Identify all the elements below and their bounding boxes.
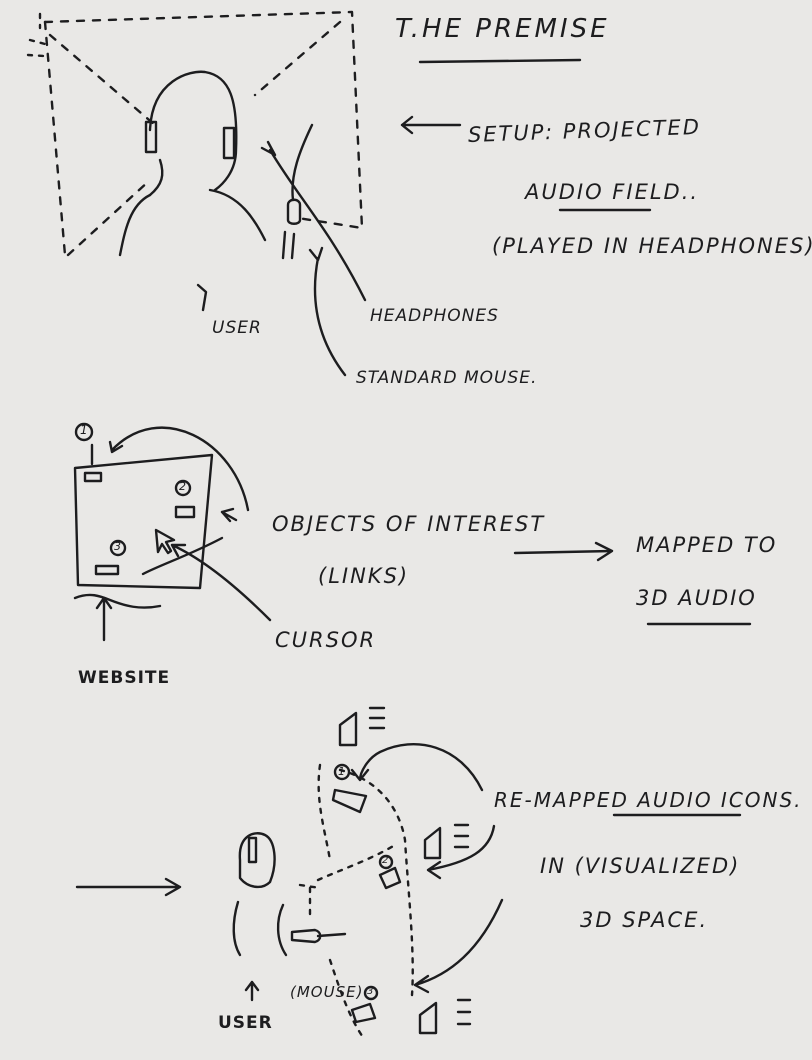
audio-field-left-edge bbox=[43, 20, 67, 257]
marker-1-callout bbox=[108, 426, 250, 512]
objects-of-interest-label: OBJECTS OF INTEREST bbox=[272, 512, 546, 536]
website-base-wave bbox=[73, 593, 162, 609]
projected-marker-1 bbox=[333, 763, 351, 781]
audio-marker-1: 1 bbox=[338, 765, 345, 778]
speaker-icon-bottom bbox=[418, 998, 472, 1035]
website-marker-1: 1 bbox=[80, 423, 88, 437]
website-marker-2: 2 bbox=[179, 480, 186, 493]
cursor-swoosh bbox=[141, 536, 224, 576]
link-object-2 bbox=[174, 505, 196, 519]
remap-arrow-1 bbox=[350, 743, 484, 792]
user-shoulders bbox=[118, 188, 267, 257]
speaker-icon-top bbox=[338, 706, 386, 747]
audio-link-left bbox=[317, 763, 332, 862]
headphones-pointer-arrow bbox=[260, 140, 367, 302]
website-label-arrow bbox=[95, 596, 113, 642]
user-3d-head bbox=[238, 832, 276, 889]
marker-circle-1 bbox=[74, 422, 94, 442]
audio-field-bottom-diagonal bbox=[66, 178, 152, 257]
setup-heading-line3: (PLAYED IN HEADPHONES). bbox=[492, 234, 812, 258]
user-3d-label: USER bbox=[218, 1013, 273, 1033]
mapped-arrow bbox=[513, 541, 614, 562]
audio-link-top bbox=[338, 768, 414, 997]
audio-field-corner-marks bbox=[26, 12, 47, 58]
links-label: (LINKS) bbox=[318, 564, 410, 588]
link-object-1 bbox=[83, 471, 103, 483]
user-3d-headphone-left bbox=[247, 836, 258, 864]
cursor-label-arrow bbox=[170, 543, 272, 622]
remap-arrow-3 bbox=[413, 898, 504, 994]
audio-link-bottom bbox=[328, 958, 367, 1042]
user-3d-body-left bbox=[232, 900, 242, 957]
projected-icon-2 bbox=[378, 866, 402, 890]
mapped-to-label: MAPPED TO bbox=[636, 533, 778, 557]
remap-arrow-2 bbox=[426, 824, 496, 880]
3d-space-label: 3D SPACE. bbox=[580, 908, 709, 932]
projected-icon-3 bbox=[350, 1002, 377, 1024]
transition-arrow bbox=[75, 877, 182, 897]
projected-marker-3 bbox=[363, 985, 379, 1001]
mouse-table-marks bbox=[281, 230, 296, 260]
title-underline bbox=[418, 58, 582, 64]
audio-link-middle bbox=[316, 843, 397, 882]
panel-website-drawing bbox=[73, 422, 752, 642]
mouse-3d bbox=[290, 928, 347, 944]
mouse-cable bbox=[291, 123, 314, 202]
headphone-left-cup bbox=[144, 120, 158, 154]
website-frame bbox=[73, 453, 214, 590]
user-pointer bbox=[196, 283, 208, 312]
website-marker-3: 3 bbox=[114, 540, 121, 553]
marker-circle-3 bbox=[109, 539, 127, 557]
cursor-label: CURSOR bbox=[275, 628, 377, 652]
page-title: T.HE PREMISE bbox=[395, 14, 610, 44]
speaker-icon-middle bbox=[423, 823, 470, 860]
user-3d-label-arrow bbox=[244, 980, 260, 1002]
audio-marker-2: 2 bbox=[382, 855, 389, 866]
audio-field-frame bbox=[43, 10, 364, 230]
website-label: WEBSITE bbox=[78, 668, 171, 688]
marker-circle-2 bbox=[174, 479, 192, 497]
objects-pointer-arrow bbox=[220, 507, 238, 523]
panel-3d-drawing bbox=[75, 706, 742, 1042]
headphones-label: HEADPHONES bbox=[370, 306, 499, 326]
setup-pointer-arrow bbox=[400, 115, 462, 135]
audio-field-right-diagonal bbox=[253, 20, 342, 97]
cursor-icon bbox=[154, 528, 176, 555]
user-label: USER bbox=[212, 318, 262, 338]
remapped-icons-label: RE-MAPPED AUDIO ICONS. bbox=[494, 788, 803, 812]
mouse-pointer-arrow bbox=[308, 246, 347, 377]
headphone-right-cup bbox=[222, 126, 236, 160]
standard-mouse-label: STANDARD MOUSE. bbox=[356, 368, 538, 388]
user-3d-body-right bbox=[276, 903, 288, 957]
mouse-3d-label: (MOUSE) bbox=[290, 983, 364, 1001]
audio-field-left-diagonal bbox=[48, 33, 157, 127]
visualized-label: IN (VISUALIZED) bbox=[540, 854, 741, 878]
user-neck-left bbox=[148, 158, 164, 197]
user-3d-pointer bbox=[298, 883, 322, 917]
projected-marker-2 bbox=[378, 854, 394, 870]
3d-audio-label: 3D AUDIO bbox=[636, 586, 757, 610]
mouse-device bbox=[286, 198, 302, 225]
link-object-3 bbox=[94, 564, 120, 576]
projected-icon-1 bbox=[331, 788, 368, 814]
setup-heading-line2: AUDIO FIELD.. bbox=[525, 180, 700, 204]
user-head-outline bbox=[148, 70, 238, 192]
audio-marker-3: 3 bbox=[367, 986, 374, 997]
panel-setup-drawing bbox=[26, 10, 652, 377]
